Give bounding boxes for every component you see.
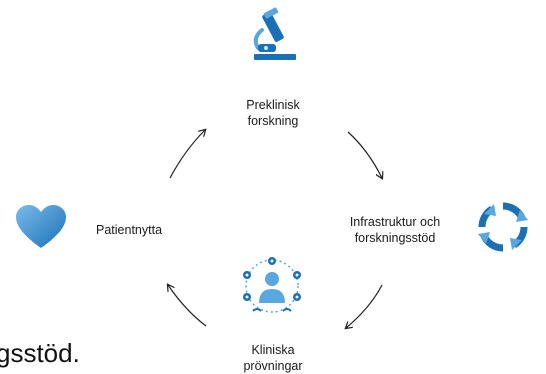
node-label-line: Infrastruktur och [349, 215, 441, 229]
heart-icon [16, 205, 66, 248]
node-label-line: forskningsstöd [354, 231, 436, 245]
node-label-line: prövningar [243, 359, 303, 373]
node-label-kliniska-provningar: Kliniska prövningar [218, 342, 328, 374]
background-text-fragment: gsstöd. [0, 338, 80, 368]
arrow-left-to-top [169, 130, 205, 179]
node-label-preklinisk-forskning: Preklinisk forskning [215, 97, 331, 129]
arrow-top-to-right [347, 131, 382, 178]
node-label-infrastruktur: Infrastruktur och forskningsstöd [330, 214, 460, 246]
node-label-patientnytta: Patientnytta [96, 222, 206, 238]
node-label-line: Patientnytta [96, 223, 163, 237]
arrow-bottom-to-left [168, 285, 207, 327]
node-label-line: Kliniska [251, 343, 295, 357]
arrow-right-to-bottom [346, 284, 383, 328]
node-label-line: Preklinisk [246, 98, 300, 112]
clinical-network-icon [243, 257, 301, 313]
node-label-line: forskning [247, 114, 299, 128]
cycle-arrows-icon [478, 202, 528, 252]
microscope-icon [253, 7, 296, 60]
